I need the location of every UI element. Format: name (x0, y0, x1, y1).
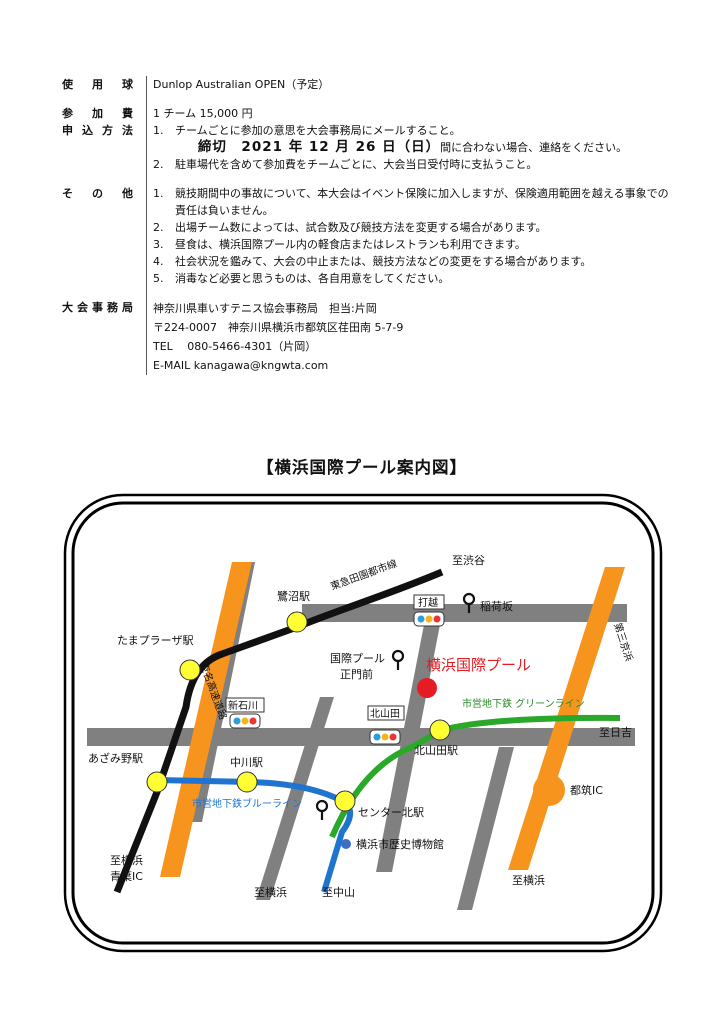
road-southwest (256, 697, 334, 900)
label-pool-gate-2: 正門前 (340, 667, 373, 681)
signal-kitayamata (367, 705, 405, 745)
label-to-shibuya: 至渋谷 (452, 554, 485, 567)
label-to-yokohama-bottom: 至横浜 (254, 885, 287, 899)
value-office: 神奈川県車いすテニス協会事務局 担当:片岡 〒224-0007 神奈川県横浜市都… (146, 299, 672, 375)
label-char: の (92, 187, 103, 200)
label-pool: 横浜国際プール (426, 656, 531, 674)
signal-uchikoshi (413, 594, 445, 627)
label-char: 大 (62, 301, 73, 314)
label-shin-ishikawa: 新石川 (228, 699, 258, 712)
label-char: 加 (92, 107, 103, 120)
deadline-note: 間に合わない場合、連絡をください。 (440, 141, 628, 154)
map-frame-inner (71, 501, 655, 945)
row-gap (62, 287, 672, 299)
label-azamino: あざみ野駅 (88, 751, 143, 765)
value-apply: 1. チームごとに参加の意思を大会事務局にメールすること。 締切 2021 年 … (146, 122, 672, 173)
road-main-horizontal (87, 728, 635, 746)
list-item: 2. 駐車場代を含めて参加費をチームごとに、大会当日受付時に支払うこと。 (153, 158, 538, 171)
pin-museum-icon (315, 799, 329, 820)
value-other: 1.競技期間中の事故について、本大会はイベント保険に加入しますが、保険適用範囲を… (146, 185, 672, 287)
label-kitayamata-station: 北山田駅 (414, 744, 458, 757)
station-tama-plaza (179, 659, 201, 681)
row-ball: 使 用 球 Dunlop Australian OPEN（予定） (62, 76, 672, 93)
label-char: 申 (62, 124, 73, 137)
label-to-yokohama-aoba: 至横浜 (110, 853, 143, 867)
list-item: 3.昼食は、横浜国際プール内の軽食店またはレストランも利用できます。 (153, 238, 526, 251)
row-fee: 参 加 費 1 チーム 15,000 円 (62, 105, 672, 122)
pin-pool-gate-icon (391, 649, 405, 670)
label-char: 用 (92, 78, 103, 91)
row-other: そ の 他 1.競技期間中の事故について、本大会はイベント保険に加入しますが、保… (62, 185, 672, 287)
label-pool-gate: 国際プール (330, 652, 385, 665)
label-char: 方 (102, 124, 113, 137)
label-tama-plaza: たまプラーザ駅 (117, 634, 193, 647)
road-upper (302, 604, 627, 622)
label-char: 務 (107, 301, 118, 314)
label-to-nakayama: 至中山 (322, 886, 355, 899)
label-ball: 使 用 球 (62, 76, 146, 93)
label-kitayamata-signal: 北山田 (370, 708, 400, 720)
row-office: 大 会 事 務 局 神奈川県車いすテニス協会事務局 担当:片岡 〒224-000… (62, 299, 672, 375)
label-center-kita: センター北駅 (358, 806, 424, 819)
access-map: 至渋谷 東急田園都市線 鷺沼駅 たまプラーザ駅 東名高速道路 あざみ野駅 中川駅… (63, 493, 663, 953)
deadline-date: 締切 2021 年 12 月 26 日（日） (197, 139, 441, 155)
label-char: 球 (122, 78, 133, 91)
station-azamino (146, 771, 168, 793)
station-center-kita (334, 790, 356, 812)
label-char: 込 (82, 124, 93, 137)
label-char: 局 (122, 301, 133, 314)
label-char: 事 (92, 301, 103, 314)
label-char: 使 (62, 78, 73, 91)
office-email: E-MAIL kanagawa@kngwta.com (153, 359, 329, 372)
label-museum: 横浜市歴史博物館 (356, 837, 444, 851)
office-name: 神奈川県車いすテニス協会事務局 担当:片岡 (153, 302, 377, 315)
office-address: 〒224-0007 神奈川県横浜市都筑区荏田南 5-7-9 (153, 321, 404, 334)
label-char: 法 (122, 124, 133, 137)
label-aoba-ic: 青葉IC (110, 869, 143, 883)
label-char: 費 (122, 107, 133, 120)
label-tsuzuki-ic: 都筑IC (570, 783, 603, 797)
list-item: 4.社会状況を鑑みて、大会の中止または、競技方法などの変更をする場合があります。 (153, 255, 592, 268)
road-south (457, 747, 514, 910)
label-office: 大 会 事 務 局 (62, 299, 146, 375)
pin-inarizaka-icon (462, 592, 476, 613)
label-saginuma: 鷺沼駅 (277, 589, 310, 603)
station-nakagawa (236, 771, 258, 793)
value-fee: 1 チーム 15,000 円 (146, 105, 672, 122)
label-inarizaka: 稲荷坂 (480, 600, 513, 613)
list-item: 1.競技期間中の事故について、本大会はイベント保険に加入しますが、保険適用範囲を… (153, 187, 669, 217)
list-item: 2.出場チーム数によっては、試合数及び競技方法を変更する場合があります。 (153, 221, 547, 234)
label-green-line: 市営地下鉄 グリーンライン (462, 697, 585, 710)
map-title: 【横浜国際プール案内図】 (257, 458, 467, 477)
label-to-hiyoshi: 至日吉 (599, 726, 632, 739)
signal-shin-ishikawa (225, 697, 265, 729)
label-char: そ (62, 187, 73, 200)
deadline: 締切 2021 年 12 月 26 日（日）間に合わない場合、連絡をください。 (153, 139, 672, 156)
museum-marker (341, 839, 351, 849)
station-kitayamata (429, 719, 451, 741)
pool-marker (417, 678, 437, 698)
label-nakagawa: 中川駅 (230, 756, 263, 769)
list-item: 5.消毒など必要と思うものは、各自用意をしてください。 (153, 272, 450, 285)
label-char: 参 (62, 107, 73, 120)
label-char: 会 (77, 301, 88, 314)
label-char: 他 (122, 187, 133, 200)
label-fee: 参 加 費 (62, 105, 146, 122)
list-item: 1. チームごとに参加の意思を大会事務局にメールすること。 (153, 124, 461, 137)
label-uchikoshi: 打越 (418, 596, 438, 609)
row-gap (62, 93, 672, 105)
label-other: そ の 他 (62, 185, 146, 287)
value-ball: Dunlop Australian OPEN（予定） (146, 76, 672, 93)
road-center (376, 604, 444, 872)
station-saginuma (286, 611, 308, 633)
tomei-expressway (160, 562, 252, 877)
row-gap (62, 173, 672, 185)
office-tel: TEL 080-5466-4301（片岡） (153, 340, 317, 353)
info-table: 使 用 球 Dunlop Australian OPEN（予定） 参 加 費 1… (62, 76, 672, 375)
label-to-yokohama-right: 至横浜 (512, 873, 545, 887)
label-apply: 申 込 方 法 (62, 122, 146, 173)
label-blue-line: 市営地下鉄ブルーライン (192, 797, 302, 810)
row-apply: 申 込 方 法 1. チームごとに参加の意思を大会事務局にメールすること。 締切… (62, 122, 672, 173)
tsuzuki-ic-marker (533, 774, 565, 806)
